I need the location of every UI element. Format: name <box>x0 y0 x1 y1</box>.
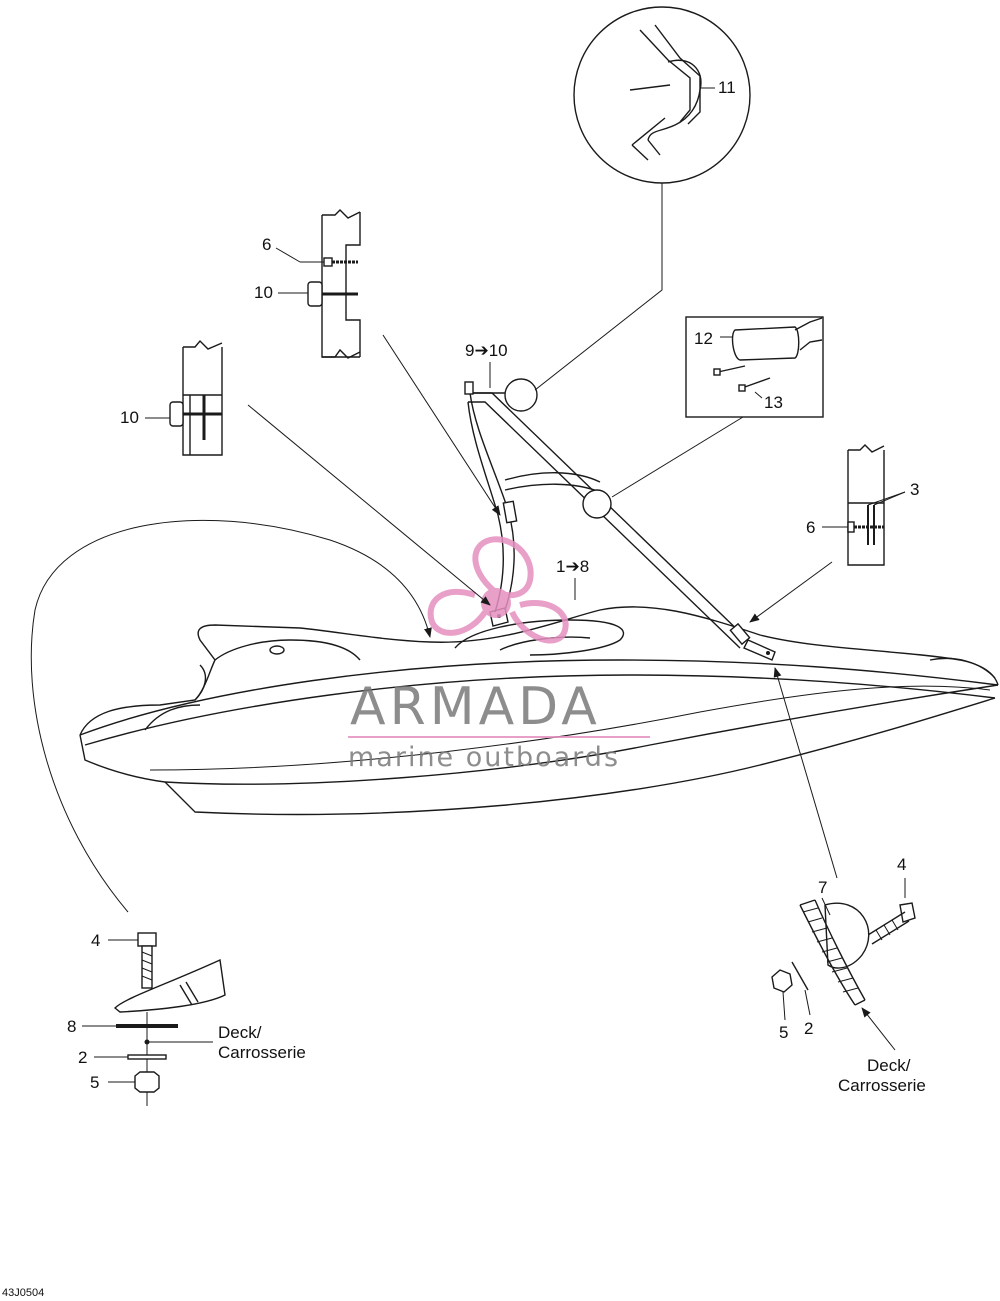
callout-7-right: 7 <box>818 878 827 897</box>
deck-label-right-2: Carrosserie <box>838 1076 926 1095</box>
callout-13: 13 <box>764 393 783 412</box>
tower-frame <box>464 378 776 661</box>
detail-clamp-right: 3 6 <box>749 444 919 623</box>
deck-label-left-1: Deck/ <box>218 1023 262 1042</box>
watermark-brand: ARMADA <box>350 677 601 737</box>
drawing-code: 43J0504 <box>2 1287 44 1299</box>
callout-2-left: 2 <box>78 1048 87 1067</box>
propeller-icon <box>427 536 569 644</box>
detail-mount-right: 4 7 5 2 Deck/ Carrosserie <box>771 667 926 1095</box>
deck-label-left-2: Carrosserie <box>218 1043 306 1062</box>
callout-2-right: 2 <box>804 1019 813 1038</box>
detail-clamp-left: 10 <box>120 339 491 606</box>
callout-8-left: 8 <box>67 1017 76 1036</box>
callout-6-top: 6 <box>262 235 271 254</box>
callout-10-left: 10 <box>120 408 139 427</box>
leader-left-mount <box>30 519 432 913</box>
callout-10-top: 10 <box>254 283 273 302</box>
callout-4-right: 4 <box>897 855 906 874</box>
callout-5-right: 5 <box>779 1023 788 1042</box>
boat-hull <box>79 606 999 816</box>
watermark-tagline: marine outboards <box>348 742 620 773</box>
detail-mirror-box: 12 13 <box>611 316 824 498</box>
callout-12: 12 <box>694 329 713 348</box>
detail-mount-left: 4 8 2 5 Deck/ Carrosserie <box>67 931 306 1106</box>
detail-clamp-top: 6 10 <box>254 209 501 516</box>
deck-label-right-1: Deck/ <box>867 1056 911 1075</box>
detail-circle-tube-cover: 11 <box>534 6 751 391</box>
watermark-logo: ARMADA marine outboards <box>348 536 650 773</box>
callout-1-8: 1➔8 <box>556 557 589 576</box>
callout-4-left: 4 <box>91 931 100 950</box>
callout-3: 3 <box>910 480 919 499</box>
callout-5-left: 5 <box>90 1073 99 1092</box>
callout-6-right: 6 <box>806 518 815 537</box>
callout-11: 11 <box>718 78 736 97</box>
callout-9-10: 9➔10 <box>465 341 508 360</box>
